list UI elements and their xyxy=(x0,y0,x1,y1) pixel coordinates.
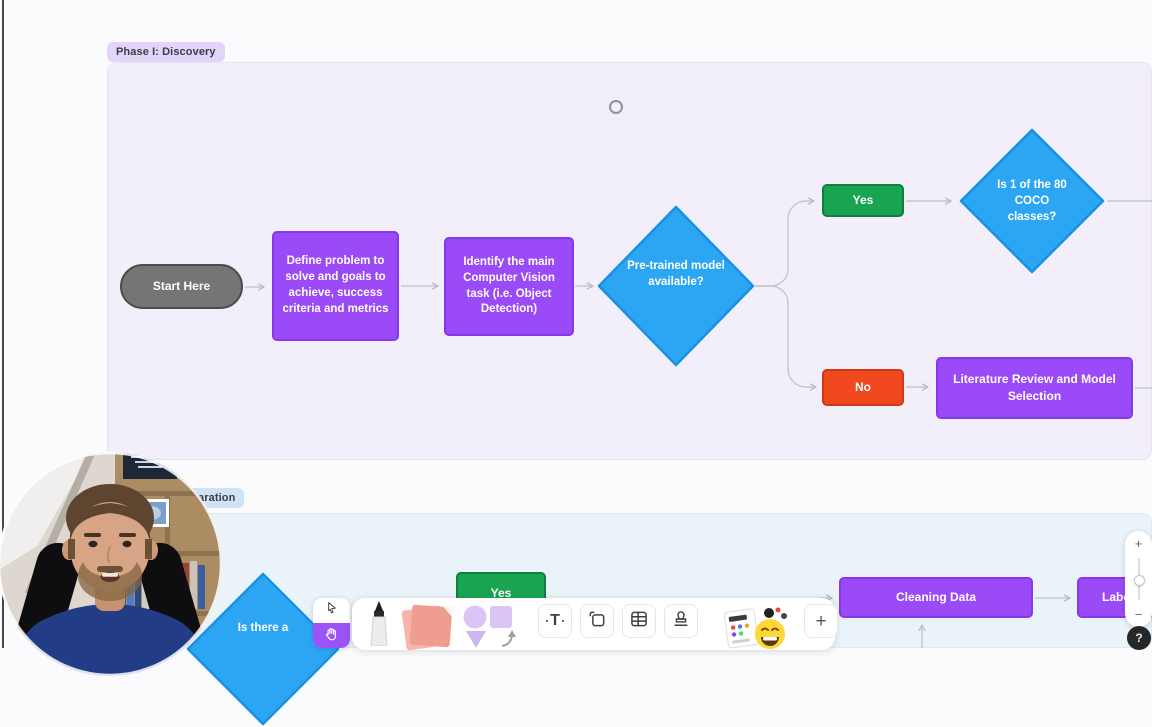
zoom-out-button[interactable]: − xyxy=(1134,607,1143,622)
table-tool-button[interactable] xyxy=(622,604,656,638)
text-tool-icon: T xyxy=(545,612,565,630)
node-cleaning-data[interactable]: Cleaning Data xyxy=(839,577,1033,618)
hand-tool-button[interactable] xyxy=(313,623,350,648)
select-tool-button[interactable] xyxy=(313,598,350,623)
node-start-here[interactable]: Start Here xyxy=(120,264,243,309)
shapes-icon xyxy=(462,604,524,653)
frame-phase1-label[interactable]: Phase I: Discovery xyxy=(107,42,225,62)
node-yes-branch[interactable]: Yes xyxy=(822,184,904,217)
zoom-controls: + − xyxy=(1125,531,1152,627)
stickers-emoji-icon xyxy=(722,604,794,655)
sticky-note-tool-button[interactable] xyxy=(401,604,454,651)
hand-icon xyxy=(323,626,340,648)
stickers-tool-button[interactable] xyxy=(722,604,794,655)
whiteboard-toolbar: T xyxy=(352,598,838,653)
marker-tool-button[interactable] xyxy=(364,600,394,651)
webcam-overlay[interactable] xyxy=(0,451,223,677)
zoom-in-button[interactable]: + xyxy=(1134,536,1143,551)
node-phase2-diamond-label: Is there a xyxy=(237,622,289,634)
zoom-slider-knob[interactable] xyxy=(1133,575,1145,586)
node-identify-task[interactable]: Identify the main Computer Vision task (… xyxy=(444,237,574,336)
help-button[interactable]: ? xyxy=(1127,626,1151,650)
table-icon xyxy=(629,609,649,634)
section-tool-button[interactable] xyxy=(580,604,614,638)
marker-pen-icon xyxy=(364,600,394,651)
sticky-notes-icon xyxy=(401,604,454,651)
zoom-slider[interactable] xyxy=(1133,558,1145,600)
cursor-arrow-icon xyxy=(324,600,340,621)
shapes-tool-button[interactable] xyxy=(462,604,524,653)
stamp-tool-button[interactable] xyxy=(664,604,698,638)
node-no-branch[interactable]: No xyxy=(822,369,904,406)
plus-icon: + xyxy=(815,610,827,632)
canvas-left-border xyxy=(2,0,4,648)
node-coco-label: Is 1 of the 80 COCO classes? xyxy=(997,179,1067,224)
text-tool-button[interactable]: T xyxy=(538,604,572,638)
node-coco-diamond[interactable] xyxy=(958,127,1106,275)
stamp-icon xyxy=(671,609,691,634)
webcam-video xyxy=(0,451,223,677)
node-pretrained-diamond[interactable] xyxy=(596,204,756,368)
node-define-problem[interactable]: Define problem to solve and goals to ach… xyxy=(272,231,399,341)
remote-cursor-ring xyxy=(609,100,623,114)
add-tool-button[interactable]: + xyxy=(804,604,838,638)
node-lit-review[interactable]: Literature Review and Model Selection xyxy=(936,357,1133,419)
section-icon xyxy=(587,609,607,634)
node-pretrained-label: Pre-trained model available? xyxy=(627,260,725,289)
select-tool-panel xyxy=(313,598,350,648)
